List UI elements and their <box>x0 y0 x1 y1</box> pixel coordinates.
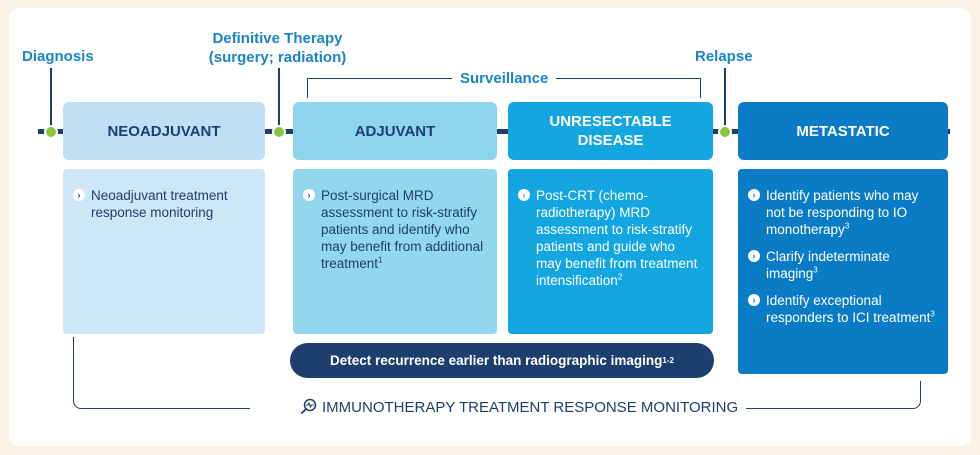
item-text: Post-surgical MRD assessment to risk-str… <box>321 188 484 271</box>
immunotherapy-monitoring-label: IMMUNOTHERAPY TREATMENT RESPONSE MONITOR… <box>300 398 738 418</box>
bottom-label-text: IMMUNOTHERAPY TREATMENT RESPONSE MONITOR… <box>322 399 739 416</box>
definitive-therapy-tick <box>278 68 280 128</box>
chevron-right-icon: › <box>303 189 315 201</box>
phase-adjuvant: ADJUVANT <box>293 102 497 160</box>
recurrence-banner: Detect recurrence earlier than radiograp… <box>290 343 714 378</box>
diagnosis-dot <box>44 125 58 139</box>
magnifier-pulse-icon <box>301 398 317 414</box>
item-citation: 3 <box>930 309 935 319</box>
panel-adjuvant: › Post-surgical MRD assessment to risk-s… <box>293 169 497 334</box>
item-citation: 2 <box>617 272 623 282</box>
panel-metastatic: › Identify patients who may not be respo… <box>738 169 948 374</box>
unresectable-line2: DISEASE <box>577 132 644 149</box>
definitive-therapy-dot <box>272 125 286 139</box>
bottom-bracket-right-line <box>746 407 911 409</box>
chevron-right-icon: › <box>518 189 530 201</box>
chevron-right-icon: › <box>748 250 760 262</box>
bottom-bracket-left-line <box>83 407 250 409</box>
milestone-relapse: Relapse <box>695 48 753 65</box>
panel-unresectable-disease: › Post-CRT (chemo-radiotherapy) MRD asse… <box>508 169 713 334</box>
panel-neoadjuvant: › Neoadjuvant treatment response monitor… <box>63 169 265 334</box>
item-text: Neoadjuvant treatment response monitorin… <box>91 188 228 220</box>
item-text: Identify patients who may not be respond… <box>766 188 919 237</box>
milestone-definitive-therapy: Definitive Therapy (surgery; radiation) <box>190 29 365 67</box>
phase-metastatic: METASTATIC <box>738 102 948 160</box>
phase-neoadjuvant: NEOADJUVANT <box>63 102 265 160</box>
chevron-right-icon: › <box>748 189 760 201</box>
list-item: › Post-CRT (chemo-radiotherapy) MRD asse… <box>518 187 703 289</box>
item-text: Clarify indeterminate imaging <box>766 249 890 281</box>
list-item: › Identify exceptional responders to ICI… <box>748 292 938 326</box>
item-text: Identify exceptional responders to ICI t… <box>766 293 931 325</box>
list-item: › Post-surgical MRD assessment to risk-s… <box>303 187 487 272</box>
relapse-tick <box>724 68 726 128</box>
bottom-bracket-right-corner <box>911 381 921 409</box>
list-item: › Clarify indeterminate imaging3 <box>748 248 938 282</box>
item-citation: 3 <box>813 265 818 275</box>
item-text: Post-CRT (chemo-radiotherapy) MRD assess… <box>536 188 698 288</box>
list-item: › Identify patients who may not be respo… <box>748 187 938 238</box>
chevron-right-icon: › <box>73 189 85 201</box>
milestone-diagnosis: Diagnosis <box>22 48 94 65</box>
bottom-bracket-left-corner <box>73 337 83 409</box>
item-citation: 3 <box>844 221 850 231</box>
phase-unresectable-disease: UNRESECTABLE DISEASE <box>508 102 713 160</box>
diagnosis-tick <box>50 68 52 128</box>
list-item: › Neoadjuvant treatment response monitor… <box>73 187 255 221</box>
surveillance-label: Surveillance <box>452 69 557 88</box>
chevron-right-icon: › <box>748 294 760 306</box>
item-citation: 1 <box>378 255 383 265</box>
banner-text: Detect recurrence earlier than radiograp… <box>330 353 663 368</box>
unresectable-line1: UNRESECTABLE <box>549 113 672 130</box>
definitive-therapy-line2: (surgery; radiation) <box>208 49 347 66</box>
relapse-dot <box>718 125 732 139</box>
definitive-therapy-line1: Definitive Therapy <box>212 30 343 47</box>
